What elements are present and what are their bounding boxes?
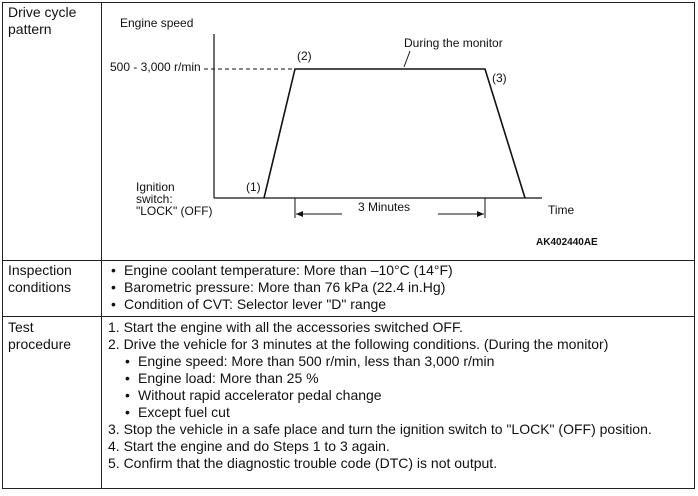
point-3-label: (3)	[492, 71, 507, 85]
drive-cycle-table: Drive cycle pattern Engine speed 500 - 3…	[2, 2, 695, 489]
duration-label: 3 Minutes	[358, 200, 410, 214]
ignition-label-line2: switch:	[136, 192, 173, 206]
inspection-conditions-label: Inspection conditions	[8, 262, 72, 295]
drive-cycle-diagram: Engine speed 500 - 3,000 r/min During th…	[110, 16, 598, 248]
procedure-step: 2. Drive the vehicle for 3 minutes at th…	[108, 336, 609, 352]
procedure-step: 3. Stop the vehicle in a safe place and …	[108, 421, 652, 437]
procedure-step: 1. Start the engine with all the accesso…	[108, 319, 463, 335]
drive-cycle-trace	[263, 68, 526, 199]
during-monitor-label: During the monitor	[404, 36, 503, 50]
time-label: Time	[548, 203, 575, 217]
drive-cycle-label: Drive cycle pattern	[8, 4, 77, 37]
list-item: Without rapid accelerator pedal change	[108, 387, 652, 404]
list-item: Barometric pressure: More than 76 kPa (2…	[108, 279, 453, 296]
test-procedure-label: Test procedure	[8, 319, 72, 352]
engine-speed-label: Engine speed	[120, 16, 193, 30]
procedure-step: 5. Confirm that the diagnostic trouble c…	[108, 455, 498, 471]
speed-range-label: 500 - 3,000 r/min	[110, 60, 201, 74]
list-item: Engine coolant temperature: More than –1…	[108, 262, 453, 279]
point-2-label: (2)	[297, 49, 312, 63]
procedure-step: 4. Start the engine and do Steps 1 to 3 …	[108, 438, 390, 454]
test-procedure-steps: 1. Start the engine with all the accesso…	[108, 319, 652, 472]
list-item: Engine load: More than 25 %	[108, 370, 652, 387]
procedure-conditions-list: Engine speed: More than 500 r/min, less …	[108, 353, 652, 421]
figure-code: AK402440AE	[536, 237, 598, 248]
list-item: Engine speed: More than 500 r/min, less …	[108, 353, 652, 370]
inspection-conditions-list: Engine coolant temperature: More than –1…	[108, 262, 453, 313]
table-border	[2, 2, 695, 489]
during-monitor-leader	[403, 50, 411, 68]
row-divider	[2, 260, 695, 261]
column-divider	[101, 2, 102, 489]
ignition-label-line3: "LOCK" (OFF)	[136, 204, 213, 218]
point-1-label: (1)	[246, 180, 261, 194]
list-item: Except fuel cut	[108, 404, 652, 421]
ignition-label-line1: Ignition	[136, 180, 175, 194]
row-divider	[2, 316, 695, 317]
list-item: Condition of CVT: Selector lever "D" ran…	[108, 296, 453, 313]
